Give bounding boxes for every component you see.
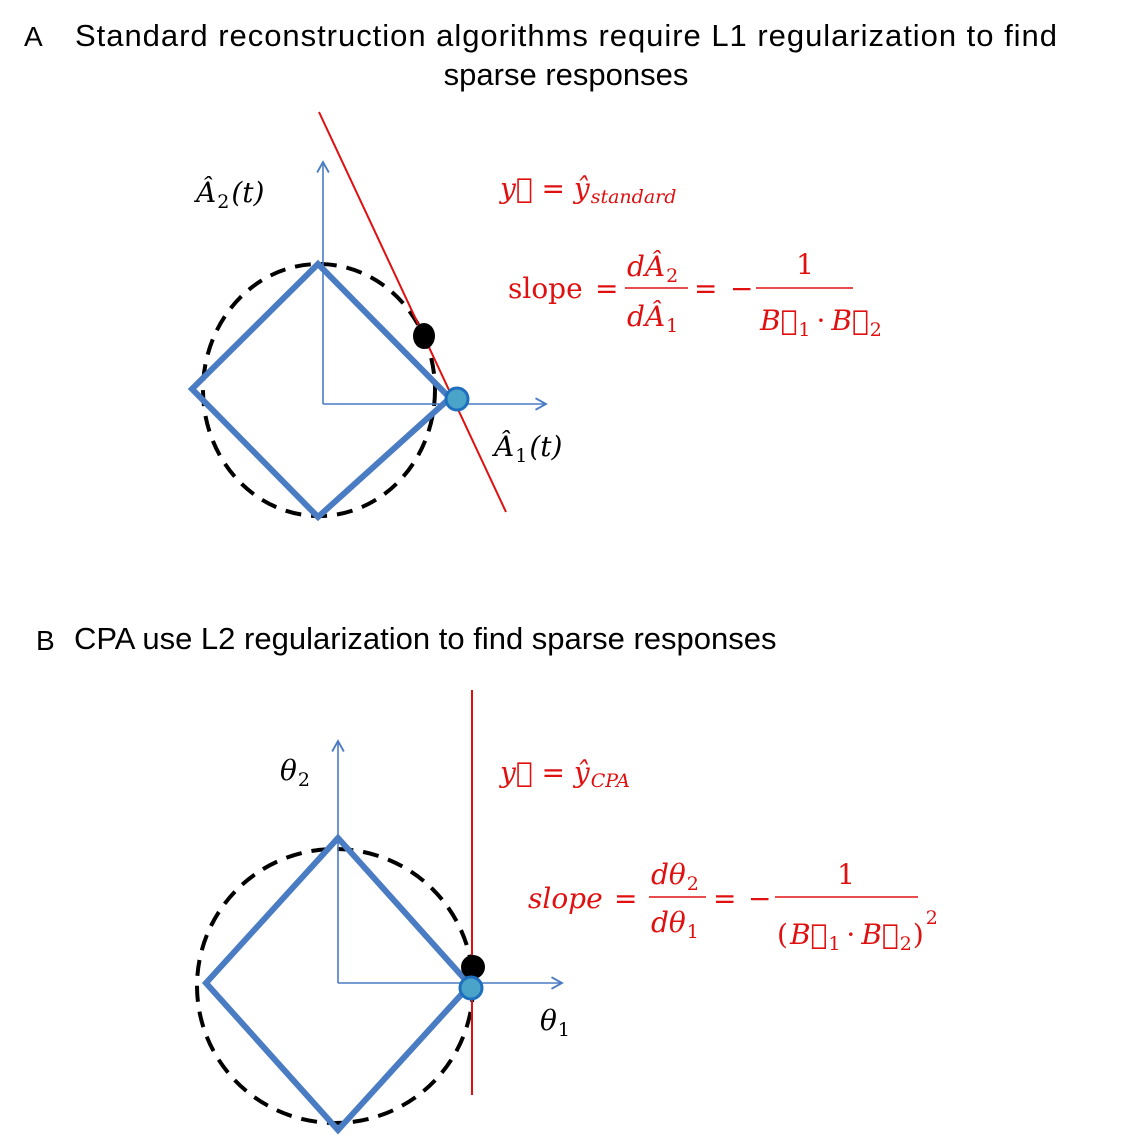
- panel-a-minus: −: [730, 272, 753, 305]
- panel-b-slope-equation: slope = dθ2 dθ1 = − 1 (B⃗1·B⃗2)2: [528, 858, 938, 955]
- panel-b-minus: −: [748, 882, 771, 915]
- panel-b-title: CPA use L2 regularization to find sparse…: [74, 621, 777, 656]
- panel-b-numerator: dθ2: [651, 858, 699, 895]
- panel-a-l2-solution-point: [413, 323, 435, 349]
- panel-b-l2-solution-point: [461, 955, 485, 979]
- panel-a-denominator: dÂ1: [627, 300, 678, 337]
- panel-a-l2-circle: [201, 262, 437, 518]
- panel-b-letter: B: [36, 625, 55, 656]
- panel-a-l1-diamond: [187, 259, 455, 522]
- panel-a: A Standard reconstruction algorithms req…: [24, 18, 1057, 522]
- panel-a-y-axis-label: Â2(t): [193, 176, 264, 213]
- panel-b-x-axis-label: θ1: [540, 1004, 570, 1041]
- panel-a-line-equation: y⃗ = ŷstandard: [498, 172, 676, 208]
- panel-a-numerator: dÂ2: [627, 250, 678, 287]
- panel-b-l2-circle: [195, 847, 475, 1125]
- panel-a-slope-word: slope: [508, 272, 583, 305]
- panel-a-l1-solution-point: [444, 386, 470, 412]
- panel-a-constraint-line: [318, 111, 507, 513]
- panel-a-one: 1: [796, 248, 814, 281]
- panel-b-line-equation: y⃗ = ŷCPA: [498, 756, 630, 792]
- panel-a-letter: A: [24, 21, 43, 52]
- panel-a-title-line1: Standard reconstruction algorithms requi…: [75, 18, 1057, 53]
- panel-a-slope-equals: =: [595, 272, 618, 305]
- panel-b-y-axis-label: θ2: [280, 754, 310, 791]
- panel-b-denominator: dθ1: [651, 906, 699, 943]
- panel-b-slope-equals: =: [614, 882, 637, 915]
- panel-b-b-product: (B⃗1·B⃗2)2: [777, 907, 938, 955]
- panel-b-one: 1: [837, 858, 855, 891]
- panel-b-l1-solution-point: [458, 975, 484, 1001]
- panel-a-second-equals: =: [694, 272, 717, 305]
- panel-b: B CPA use L2 regularization to find spar…: [36, 621, 938, 1135]
- panel-b-l1-diamond: [201, 833, 475, 1135]
- panel-a-slope-equation: slope = dÂ2 dÂ1 = − 1 B⃗1·B⃗2: [508, 248, 882, 341]
- panel-a-title-line2: sparse responses: [444, 57, 689, 92]
- panel-b-slope-word: slope: [528, 882, 603, 915]
- panel-b-second-equals: =: [713, 882, 736, 915]
- panel-a-b-product: B⃗1·B⃗2: [759, 304, 882, 341]
- panel-a-x-axis-label: Â1(t): [491, 430, 562, 467]
